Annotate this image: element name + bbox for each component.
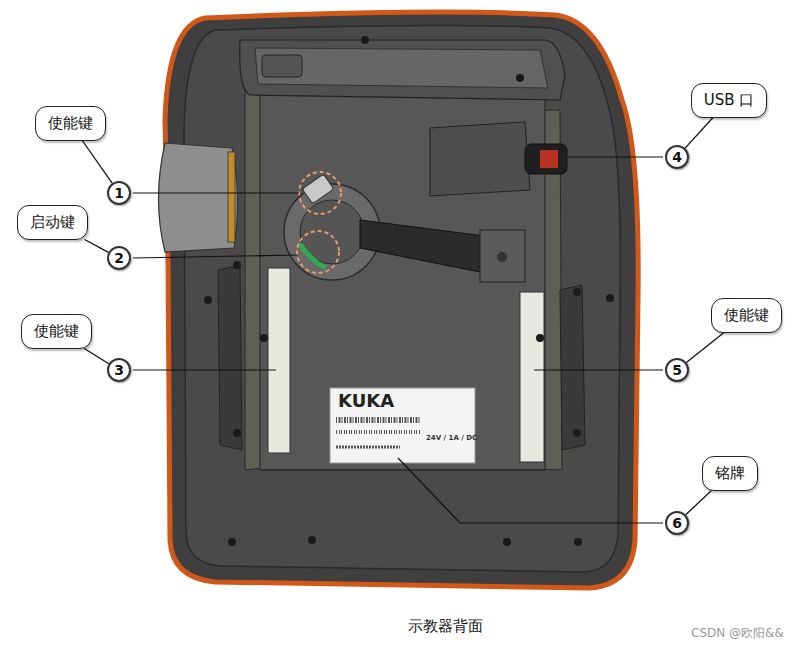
enabling-switch-strip bbox=[520, 292, 544, 462]
enabling-key bbox=[302, 174, 334, 204]
nameplate bbox=[330, 388, 475, 463]
usb-port bbox=[525, 144, 567, 174]
callout-tail bbox=[85, 240, 109, 253]
ribbon-cable bbox=[360, 220, 500, 275]
callout-number-text: 4 bbox=[672, 149, 682, 165]
callout-number-text: 1 bbox=[114, 185, 124, 201]
callout-bubble: 铭牌 bbox=[702, 456, 758, 491]
callout-number: 6 bbox=[665, 511, 689, 535]
callout-number-text: 2 bbox=[114, 250, 124, 266]
callout-tail bbox=[686, 491, 712, 515]
pendant-back-frame bbox=[184, 25, 620, 572]
callout-text: 铭牌 bbox=[715, 464, 745, 482]
callout-bubble: USB 口 bbox=[691, 83, 768, 118]
grip-pad bbox=[218, 265, 242, 450]
hook bbox=[262, 55, 302, 77]
highlight-circle bbox=[297, 231, 339, 273]
callout-number: 3 bbox=[107, 358, 131, 382]
callout-bubble: 使能键 bbox=[35, 106, 106, 141]
start-key bbox=[300, 244, 326, 268]
barcode bbox=[336, 420, 420, 447]
callout-text: USB 口 bbox=[704, 91, 755, 109]
callout-tail bbox=[686, 333, 724, 363]
callout-text: 使能键 bbox=[724, 306, 769, 324]
callout-number: 2 bbox=[107, 246, 131, 270]
callout-bubble: 使能键 bbox=[21, 314, 92, 349]
callout-number: 4 bbox=[665, 145, 689, 169]
handle bbox=[240, 40, 565, 100]
nameplate-rating: 24V / 1A / DC bbox=[426, 434, 477, 442]
panel-edge bbox=[260, 470, 545, 471]
callout-bubble: 启动键 bbox=[17, 205, 88, 240]
callout-number-text: 5 bbox=[672, 362, 682, 378]
leader-lines bbox=[133, 157, 663, 523]
enabling-switch-strip bbox=[268, 268, 290, 453]
caption: 示教器背面 bbox=[408, 617, 483, 636]
callout-number-text: 6 bbox=[672, 515, 682, 531]
connector-screw bbox=[497, 252, 507, 262]
callout-number: 1 bbox=[107, 181, 131, 205]
handle-inner bbox=[255, 48, 548, 88]
callout-text: 使能键 bbox=[48, 114, 93, 132]
callout-tail bbox=[82, 141, 112, 184]
highlight-circle bbox=[299, 172, 341, 214]
usb-housing bbox=[430, 122, 530, 196]
watermark: CSDN @欧阳&& bbox=[691, 625, 784, 642]
side-grip bbox=[159, 143, 238, 252]
side-strip bbox=[228, 152, 235, 242]
usb-port-cap bbox=[540, 150, 558, 168]
callout-text: 使能键 bbox=[34, 322, 79, 340]
back-panel bbox=[260, 95, 545, 470]
callout-tail bbox=[84, 349, 109, 364]
brand-logo: KUKA bbox=[338, 390, 394, 411]
callout-tail bbox=[685, 118, 713, 149]
callout-bubble: 使能键 bbox=[711, 298, 782, 333]
callout-number: 5 bbox=[665, 358, 689, 382]
pendant-body bbox=[165, 12, 638, 588]
callout-number-text: 3 bbox=[114, 362, 124, 378]
cable-connector bbox=[480, 230, 525, 282]
grip-pad bbox=[560, 285, 585, 450]
callout-text: 启动键 bbox=[30, 213, 75, 231]
